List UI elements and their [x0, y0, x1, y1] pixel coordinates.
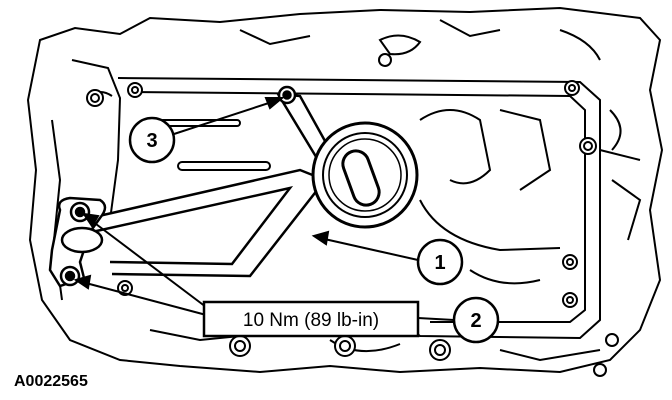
leader-arrows	[73, 97, 419, 317]
callout-2-label: 2	[470, 310, 481, 332]
callout-1: 1	[416, 238, 464, 286]
torque-spec-box: 10 Nm (89 lb-in)	[202, 300, 455, 338]
callout-1-label: 1	[434, 252, 445, 274]
figure-id: A0022565	[14, 373, 88, 390]
oil-strainer	[311, 121, 419, 229]
torque-spec-text: 10 Nm (89 lb-in)	[243, 310, 379, 331]
oil-pickup-tube	[48, 85, 332, 288]
callout-3-label: 3	[146, 130, 157, 152]
callout-3: 3	[128, 116, 176, 164]
callout-2: 2	[452, 296, 500, 344]
